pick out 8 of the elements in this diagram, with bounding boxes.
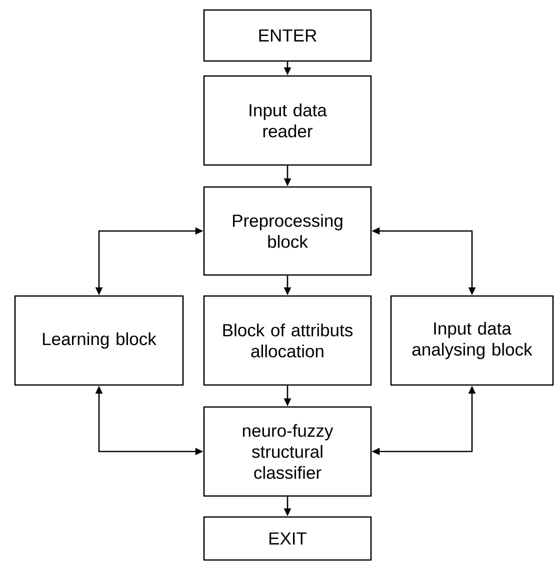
process-box: Input data analysing block <box>390 295 554 386</box>
process-box: ENTER <box>203 9 372 62</box>
process-box: Input data reader <box>203 75 372 166</box>
process-box: Learning block <box>14 295 184 386</box>
process-box: Block of attributs allocation <box>203 295 372 386</box>
process-box: Preprocessing block <box>203 186 372 276</box>
process-box: neuro-fuzzy structural classifier <box>203 406 372 497</box>
process-box: EXIT <box>203 516 372 561</box>
